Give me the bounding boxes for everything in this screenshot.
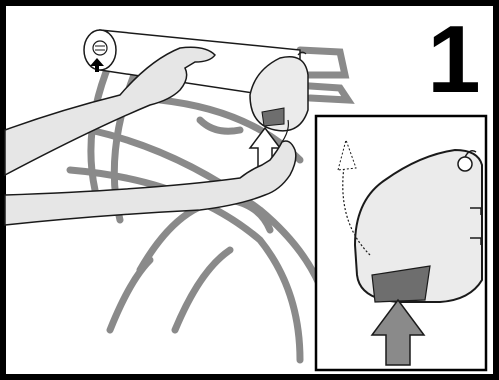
end-cap [249,51,309,132]
lower-arm [4,119,297,226]
upper-arm [4,46,216,177]
step-number: 1 [427,6,481,113]
up-arrow-icon [370,298,426,366]
curved-up-arrow-icon [337,138,371,256]
up-arrow-icon [90,58,104,72]
left-end-bracket [83,29,117,71]
release-tab [371,265,431,303]
detail-inset [314,114,488,372]
